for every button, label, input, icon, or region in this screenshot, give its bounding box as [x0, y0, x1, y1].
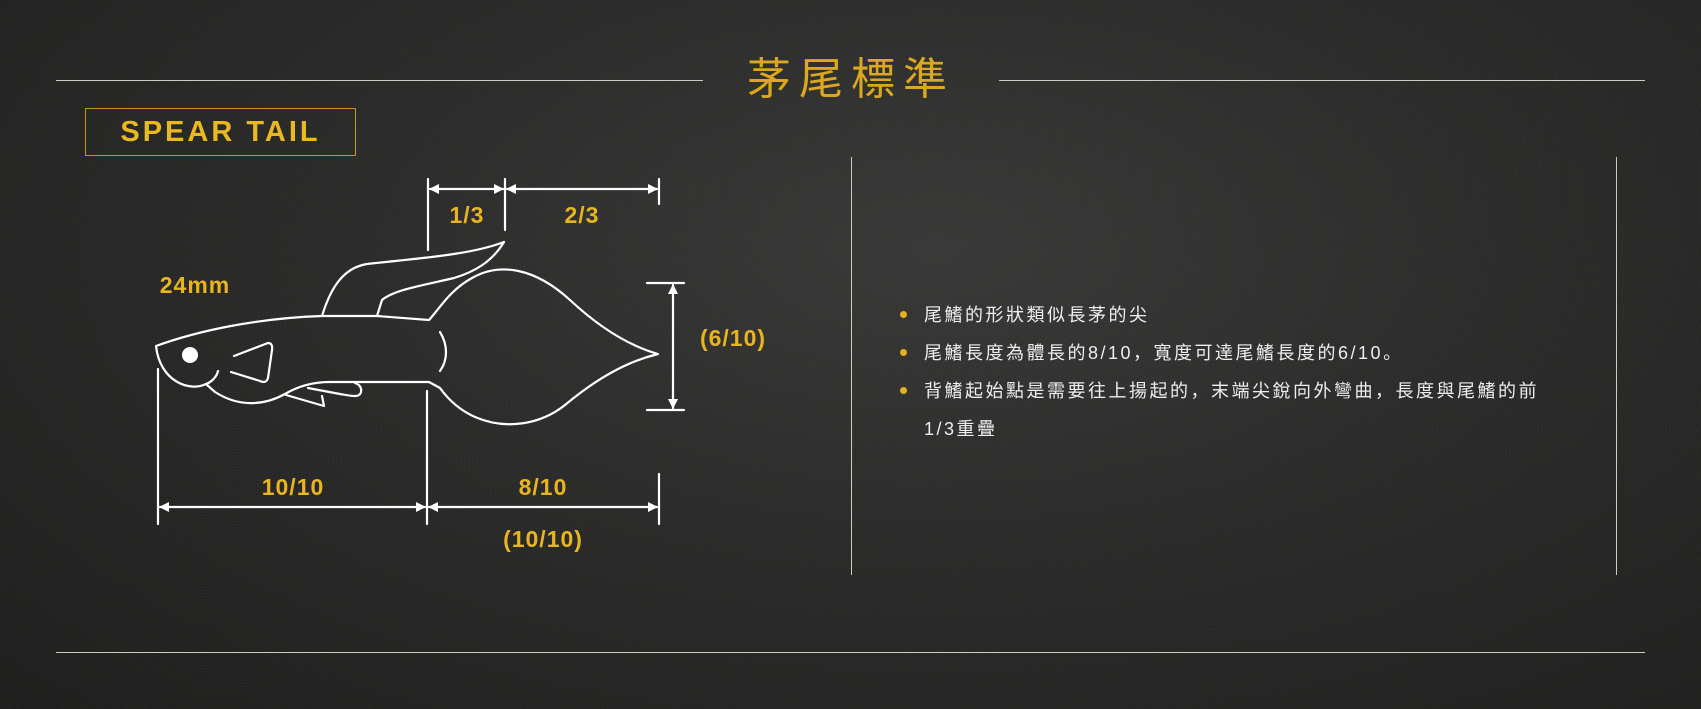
body-length-label: 10/10 [262, 474, 325, 500]
title-rule-left [56, 80, 703, 81]
dorsal-rest-label: 2/3 [565, 202, 600, 228]
tail-length-alt-label: (10/10) [503, 526, 583, 552]
description-list: 尾鰭的形狀類似長茅的尖 尾鰭長度為體長的8/10，寬度可達尾鰭長度的6/10。 … [898, 296, 1598, 448]
bullet-icon [900, 349, 907, 356]
tail-width-label: (6/10) [700, 325, 766, 351]
list-item-text: 尾鰭的形狀類似長茅的尖 [924, 305, 1150, 325]
list-item-text: 背鰭起始點是需要往上揚起的，末端尖銳向外彎曲，長度與尾鰭的前1/3重疊 [924, 381, 1539, 439]
title-rule-right [999, 80, 1645, 81]
size-label: 24mm [160, 272, 230, 298]
dorsal-dimension [426, 177, 661, 252]
dorsal-front-label: 1/3 [450, 202, 485, 228]
tail-type-badge: SPEAR TAIL [85, 108, 356, 156]
list-item: 尾鰭的形狀類似長茅的尖 [898, 296, 1598, 334]
page-title: 茅尾標準 [747, 54, 955, 105]
list-item: 尾鰭長度為體長的8/10，寬度可達尾鰭長度的6/10。 [898, 334, 1598, 372]
divider-right [1616, 157, 1617, 575]
bullet-icon [900, 387, 907, 394]
tail-length-label: 8/10 [519, 474, 568, 500]
fish-outline [154, 240, 660, 426]
bottom-rule [56, 652, 1645, 653]
bullet-icon [900, 311, 907, 318]
list-item: 背鰭起始點是需要往上揚起的，末端尖銳向外彎曲，長度與尾鰭的前1/3重疊 [898, 372, 1564, 448]
list-item-text: 尾鰭長度為體長的8/10，寬度可達尾鰭長度的6/10。 [924, 343, 1404, 363]
divider-left [851, 157, 852, 575]
tail-width-dimension [645, 281, 686, 412]
fish-eye [182, 347, 198, 363]
length-dimension [156, 367, 661, 526]
